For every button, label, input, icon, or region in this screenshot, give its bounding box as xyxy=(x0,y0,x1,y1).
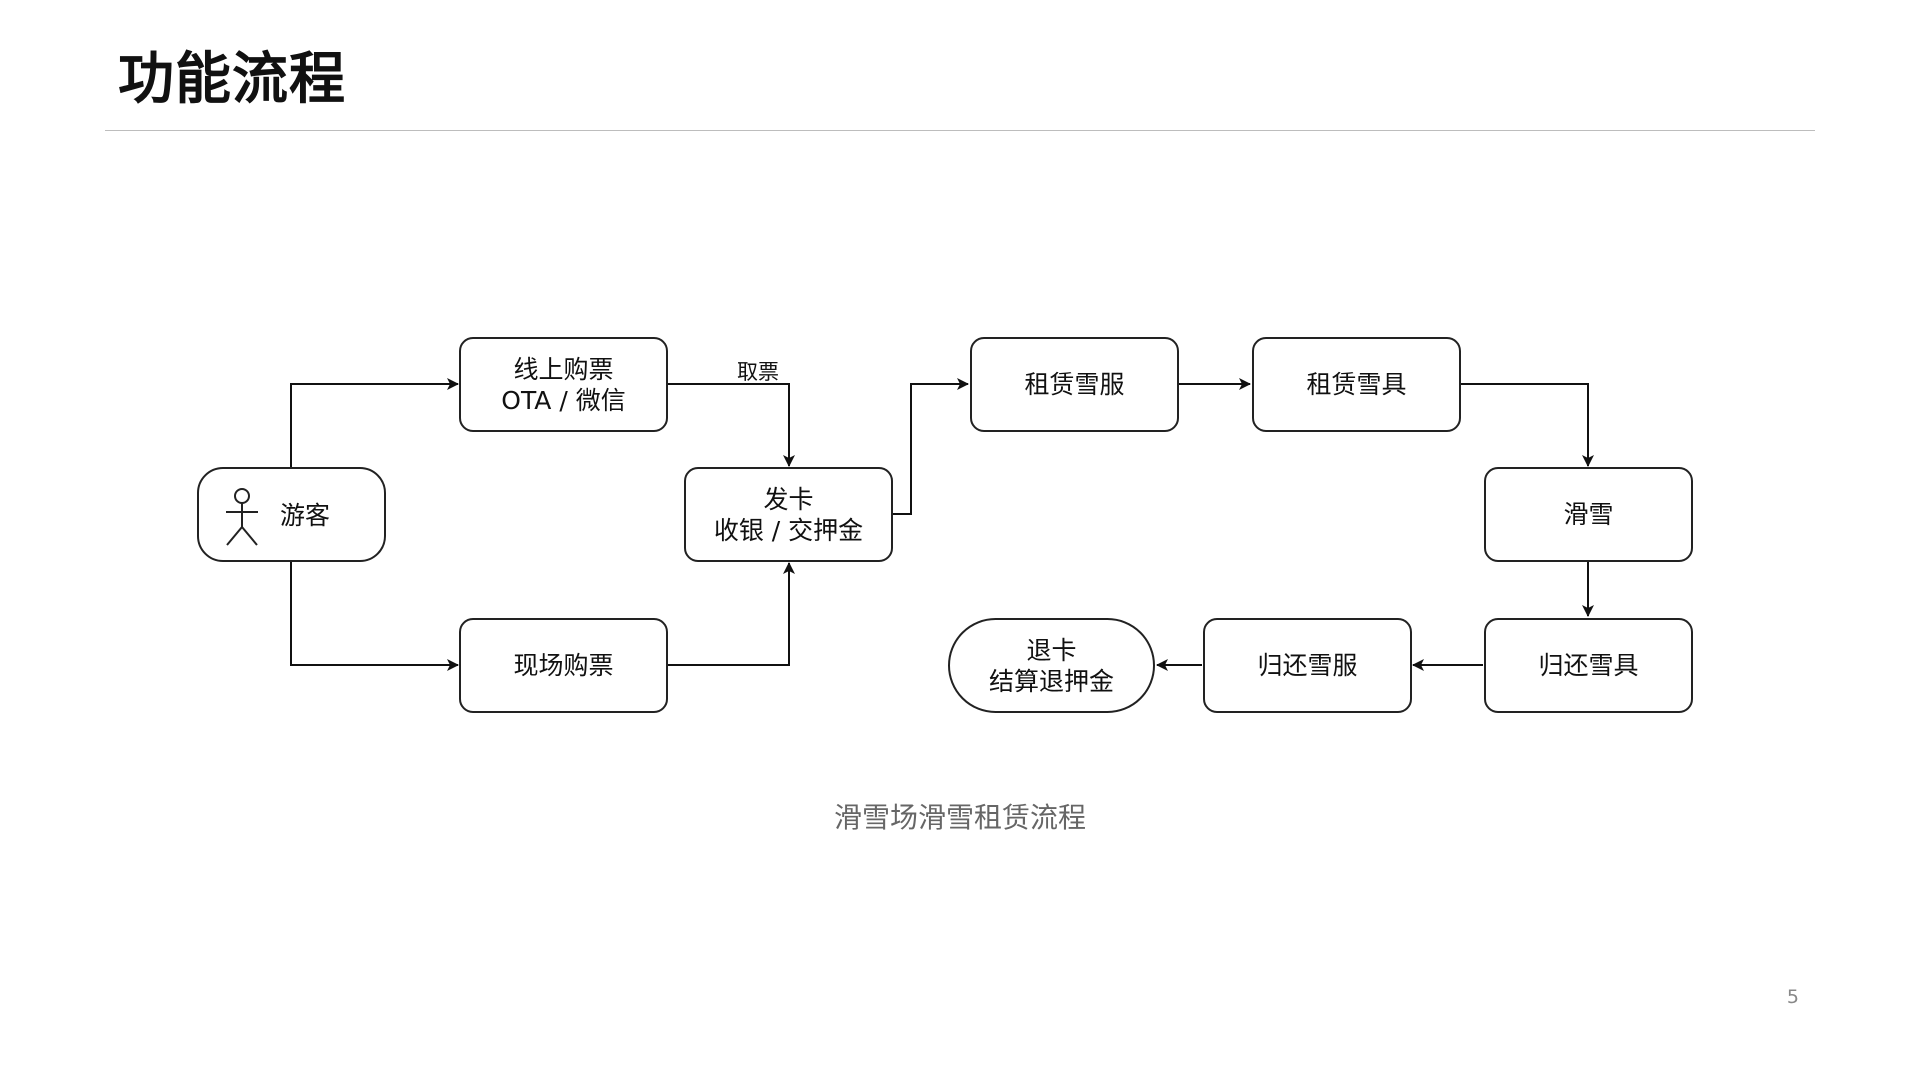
page-number: 5 xyxy=(1786,986,1799,1008)
pickup-edge-label: 取票 xyxy=(737,360,779,384)
edge-online-to-issue xyxy=(667,383,795,467)
online-ticket-title: 线上购票 xyxy=(513,354,614,384)
rent-gear-title: 租赁雪具 xyxy=(1306,370,1407,399)
issue-card-title: 发卡 xyxy=(763,484,814,514)
title-divider xyxy=(105,130,1815,131)
ski-node: 滑雪 xyxy=(1484,467,1693,562)
visitor-label: 游客 xyxy=(280,501,331,530)
refund-card-title: 退卡 xyxy=(1026,635,1077,665)
onsite-ticket-node: 现场购票 xyxy=(459,618,668,713)
return-clothes-title: 归还雪服 xyxy=(1257,651,1358,680)
edge-onsite-to-issue xyxy=(667,562,795,666)
rent-gear-node: 租赁雪具 xyxy=(1252,337,1461,432)
onsite-ticket-title: 现场购票 xyxy=(513,651,614,680)
ski-title: 滑雪 xyxy=(1563,500,1614,529)
diagram-caption: 滑雪场滑雪租赁流程 xyxy=(833,801,1086,834)
rent-clothes-node: 租赁雪服 xyxy=(970,337,1179,432)
edge-rent-gear-to-ski xyxy=(1460,383,1594,467)
stick-figure-icon xyxy=(226,488,258,546)
return-gear-node: 归还雪具 xyxy=(1484,618,1693,713)
visitor-node: 游客 xyxy=(197,467,386,562)
issue-card-detail: 收银 / 交押金 xyxy=(713,515,864,545)
refund-card-node: 退卡 结算退押金 xyxy=(948,618,1155,713)
rent-clothes-title: 租赁雪服 xyxy=(1024,370,1125,399)
online-ticket-channels: OTA / 微信 xyxy=(501,385,626,415)
return-clothes-node: 归还雪服 xyxy=(1203,618,1412,713)
refund-card-detail: 结算退押金 xyxy=(988,666,1114,696)
page-title: 功能流程 xyxy=(118,47,346,112)
edge-issue-to-rent-clothes xyxy=(892,378,969,515)
return-gear-title: 归还雪具 xyxy=(1538,651,1639,680)
edge-visitor-to-onsite xyxy=(290,562,459,671)
issue-card-node: 发卡 收银 / 交押金 xyxy=(684,467,893,562)
online-ticket-node: 线上购票 OTA / 微信 xyxy=(459,337,668,432)
edge-visitor-to-online xyxy=(290,378,459,468)
